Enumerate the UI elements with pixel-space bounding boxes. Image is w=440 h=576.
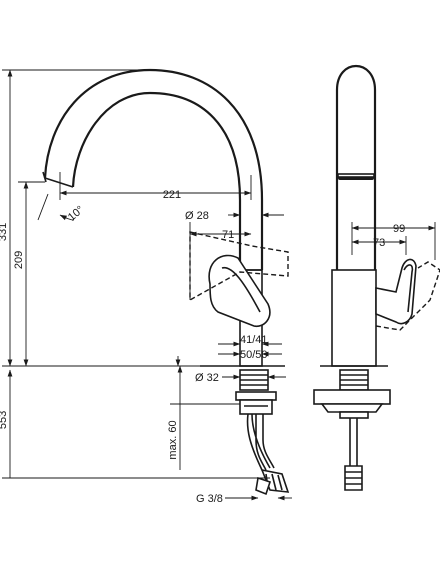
spout-reach-label: 221 <box>163 189 181 201</box>
body-diameter-label: Ø 28 <box>185 210 209 222</box>
ratio-41-label: 41/41 <box>240 334 268 346</box>
spout-tip <box>42 171 74 188</box>
side-73-label: 73 <box>373 237 385 249</box>
hole-diameter-label: Ø 32 <box>195 372 219 384</box>
front-view <box>42 68 290 496</box>
swivel-angle-label: 10° <box>66 204 86 224</box>
spout <box>43 68 264 270</box>
lever-handle <box>208 254 271 328</box>
dimension-lines <box>2 69 436 501</box>
total-height-label: 331 <box>0 223 9 241</box>
side-lever <box>375 258 417 325</box>
spout-height-label: 209 <box>13 251 25 269</box>
thread-label: G 3/8 <box>196 493 223 505</box>
lever-offset-label: 71 <box>222 229 234 241</box>
ratio-50-label: 50/50 <box>240 349 268 361</box>
max-thickness-label: max. 60 <box>167 420 179 459</box>
supply-hoses <box>246 413 275 483</box>
side-99-label: 99 <box>393 223 405 235</box>
lever-dashed-outline <box>189 231 289 302</box>
side-view <box>313 65 440 491</box>
below-counter-label: 553 <box>0 411 9 429</box>
side-spout <box>335 65 377 270</box>
